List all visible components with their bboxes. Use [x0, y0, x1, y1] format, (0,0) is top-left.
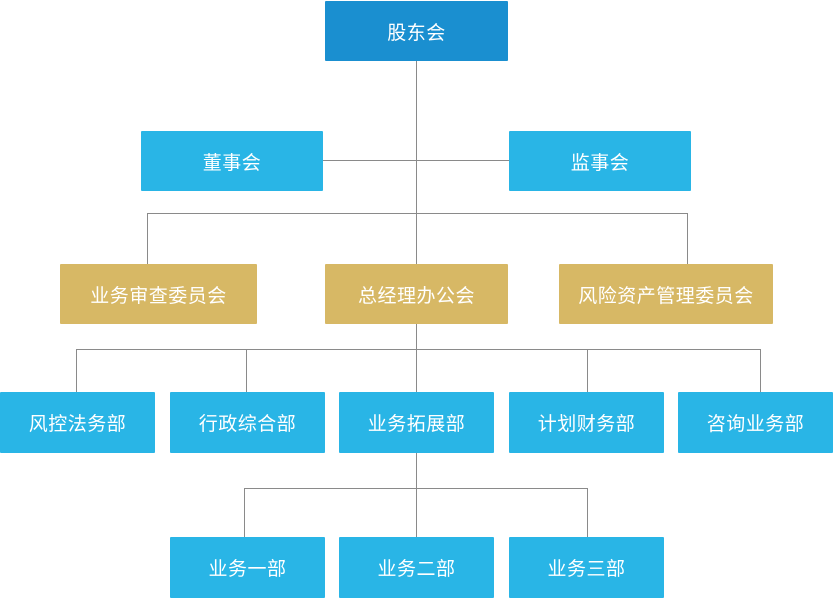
- node-admin-dept[interactable]: 行政综合部: [170, 392, 325, 453]
- connector-trunk: [416, 61, 417, 323]
- connector-board-row: [323, 160, 509, 161]
- connector-dept-2: [246, 349, 247, 392]
- node-risk-legal-dept[interactable]: 风控法务部: [0, 392, 155, 453]
- node-shareholders[interactable]: 股东会: [325, 1, 508, 61]
- node-label: 风险资产管理委员会: [578, 284, 754, 307]
- connector-committee-row: [147, 213, 687, 214]
- node-label: 咨询业务部: [706, 413, 805, 435]
- node-business-dept-1[interactable]: 业务一部: [170, 537, 325, 598]
- node-label: 业务审查委员会: [90, 284, 227, 307]
- connector-subdept-2: [416, 488, 417, 537]
- node-label: 业务一部: [208, 558, 287, 580]
- node-label: 总经理办公会: [357, 284, 475, 307]
- connector-committee-right: [687, 213, 688, 264]
- connector-committee-left: [147, 213, 148, 264]
- node-gm-office-meeting[interactable]: 总经理办公会: [325, 264, 508, 324]
- node-label: 股东会: [387, 21, 446, 44]
- connector-dept-1: [76, 349, 77, 392]
- node-label: 监事会: [570, 151, 630, 174]
- node-supervisory-board[interactable]: 监事会: [509, 131, 691, 191]
- connector-dept-row: [76, 349, 760, 350]
- node-planning-finance-dept[interactable]: 计划财务部: [509, 392, 664, 453]
- node-business-review-committee[interactable]: 业务审查委员会: [60, 264, 257, 324]
- node-label: 董事会: [202, 151, 262, 174]
- node-consulting-dept[interactable]: 咨询业务部: [678, 392, 833, 453]
- node-label: 业务三部: [547, 558, 626, 580]
- node-label: 行政综合部: [198, 413, 297, 435]
- node-label: 风控法务部: [28, 413, 127, 435]
- connector-subdept-trunk: [416, 453, 417, 488]
- connector-subdept-3: [587, 488, 588, 537]
- node-board-of-directors[interactable]: 董事会: [141, 131, 323, 191]
- node-label: 计划财务部: [537, 413, 636, 435]
- connector-subdept-1: [244, 488, 245, 537]
- connector-dept-3: [416, 323, 417, 392]
- node-label: 业务二部: [377, 558, 456, 580]
- node-business-dept-2[interactable]: 业务二部: [339, 537, 494, 598]
- node-business-dept-3[interactable]: 业务三部: [509, 537, 664, 598]
- node-business-development-dept[interactable]: 业务拓展部: [339, 392, 494, 453]
- node-label: 业务拓展部: [367, 413, 466, 435]
- node-risk-asset-committee[interactable]: 风险资产管理委员会: [559, 264, 773, 324]
- connector-dept-5: [760, 349, 761, 392]
- connector-dept-4: [587, 349, 588, 392]
